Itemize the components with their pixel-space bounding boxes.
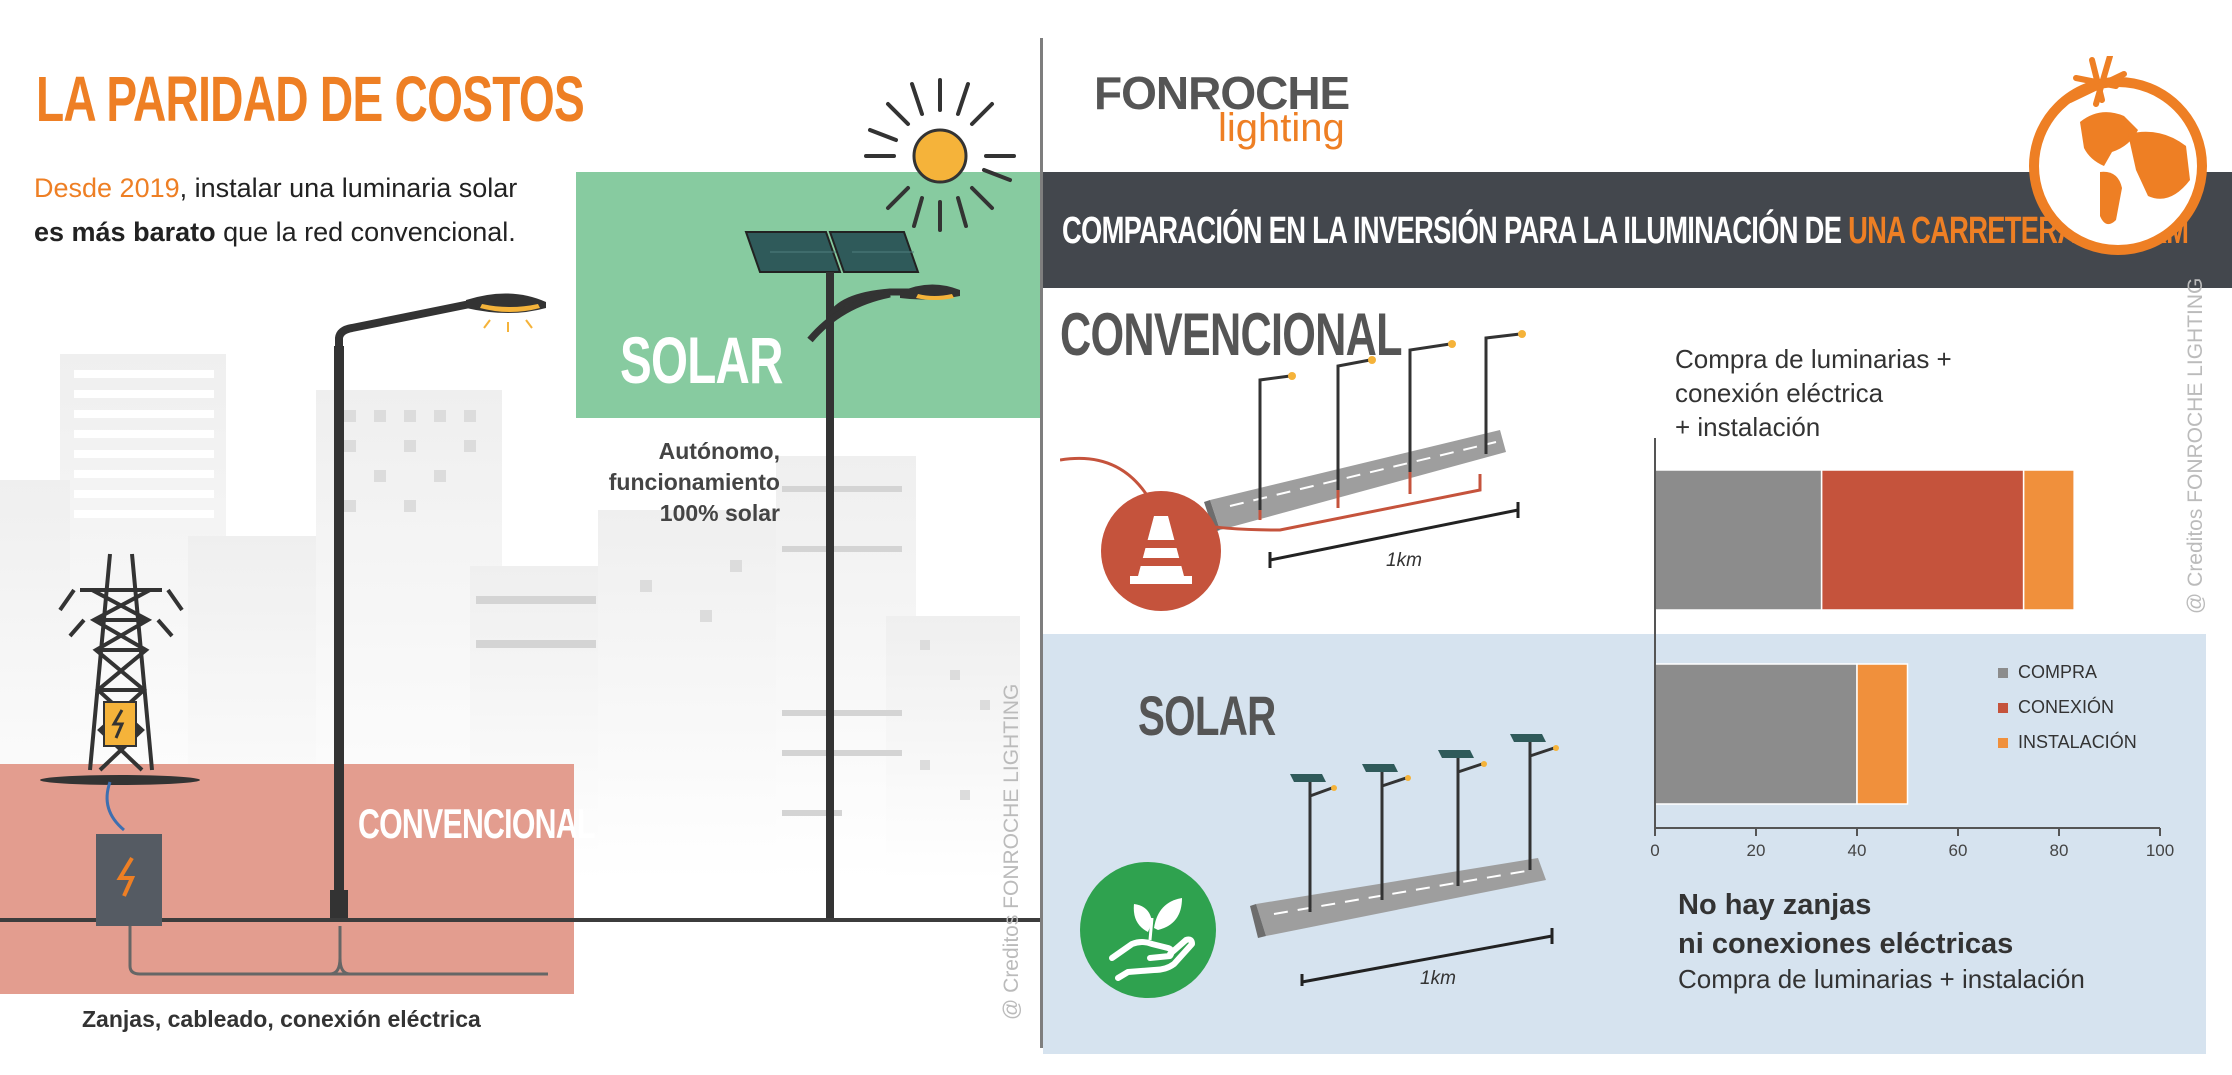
intro-end: que la red convencional. — [215, 217, 516, 247]
conventional-streetlight-illustration — [0, 293, 1040, 976]
banner-text-main: COMPARACIÓN EN LA INVERSIÓN PARA LA ILUM… — [1062, 210, 1849, 252]
eco-hand-icon — [1080, 862, 1216, 998]
legend-label-compra: COMPRA — [2018, 662, 2097, 682]
km-label-conv: 1km — [1386, 550, 1422, 571]
chart-x-ticks: 0 20 40 60 80 100 — [1650, 828, 2174, 858]
autonomo-text: Autónomo, funcionamiento 100% solar — [560, 436, 780, 529]
chart-title-line-1: Compra de luminarias + — [1675, 344, 1952, 374]
credit-right: @ Creditos FONROCHE LIGHTING — [2184, 277, 2207, 614]
solar-zone-background — [1043, 634, 2206, 1054]
bar-convencional-compra — [1654, 469, 1823, 611]
bar-solar-compra — [1654, 663, 1858, 805]
no-hay-line-1: No hay zanjas — [1678, 889, 1872, 921]
page-title: LA PARIDAD DE COSTOS — [36, 63, 585, 135]
x-tick-label: 0 — [1650, 841, 1659, 858]
solar-right-label: SOLAR — [1138, 684, 1276, 747]
no-hay-subtext: Compra de luminarias + instalación — [1678, 964, 2085, 994]
legend-label-conexión: CONEXIÓN — [2018, 696, 2114, 717]
no-hay-text: No hay zanjas ni conexiones eléctricas — [1678, 886, 2013, 964]
cost-comparison-chart: 0 20 40 60 80 100 COMPRA CONEXIÓN INSTALACIÓN — [1650, 438, 2174, 858]
autonomo-line-1: Autónomo, — [658, 438, 780, 464]
chart-title: Compra de luminarias + conexión eléctric… — [1675, 342, 1995, 444]
conventional-highlight-box — [0, 764, 574, 994]
chart-title-line-2: conexión eléctrica — [1675, 378, 1884, 408]
intro-bold: es más barato — [34, 217, 216, 247]
chart-legend: COMPRA CONEXIÓN INSTALACIÓN — [1998, 662, 2137, 752]
center-divider — [1040, 38, 1043, 1048]
solar-road-illustration — [1250, 734, 1559, 938]
x-tick-label: 60 — [1949, 841, 1968, 858]
intro-year: Desde 2019 — [34, 173, 180, 203]
conventional-left-label: CONVENCIONAL — [358, 800, 595, 847]
x-tick-label: 20 — [1747, 841, 1766, 858]
bar-solar-instalación — [1856, 663, 1909, 805]
legend-swatch-conexión — [1998, 703, 2008, 713]
solar-left-label: SOLAR — [620, 323, 783, 397]
bar-convencional-instalación — [2022, 469, 2075, 611]
chart-title-line-3: + instalación — [1675, 412, 1821, 442]
conventional-road-illustration — [1060, 330, 1526, 568]
legend-swatch-compra — [1998, 668, 2008, 678]
brand-logo: FONROCHE lighting — [1094, 66, 1350, 151]
autonomo-line-3: 100% solar — [659, 500, 780, 526]
no-hay-line-2: ni conexiones eléctricas — [1678, 928, 2014, 960]
brand-logo-top: FONROCHE — [1094, 67, 1350, 119]
legend-label-instalación: INSTALACIÓN — [2018, 731, 2137, 752]
intro-text: Desde 2019, instalar una luminaria solar… — [34, 166, 517, 254]
zanjas-caption: Zanjas, cableado, conexión eléctrica — [82, 1006, 481, 1032]
conventional-right-label: CONVENCIONAL — [1060, 301, 1402, 368]
x-tick-label: 40 — [1848, 841, 1867, 858]
solar-km-scale — [1300, 928, 1554, 986]
globe-icon — [2029, 56, 2207, 255]
x-tick-label: 100 — [2146, 841, 2174, 858]
legend-swatch-instalación — [1998, 738, 2008, 748]
intro-rest: , instalar una luminaria solar — [179, 173, 518, 203]
traffic-cone-icon — [1101, 491, 1221, 611]
x-tick-label: 80 — [2050, 841, 2069, 858]
solar-streetlight-illustration — [744, 231, 960, 920]
km-label-solar: 1km — [1420, 968, 1456, 989]
sun-icon — [864, 78, 1016, 232]
chart-bars — [1654, 469, 2075, 805]
autonomo-line-2: funcionamiento — [608, 469, 780, 495]
credit-left: @ Creditos FONROCHE LIGHTING — [1000, 683, 1023, 1020]
brand-logo-bottom: lighting — [1218, 106, 1345, 150]
bar-convencional-conexión — [1820, 469, 2025, 611]
